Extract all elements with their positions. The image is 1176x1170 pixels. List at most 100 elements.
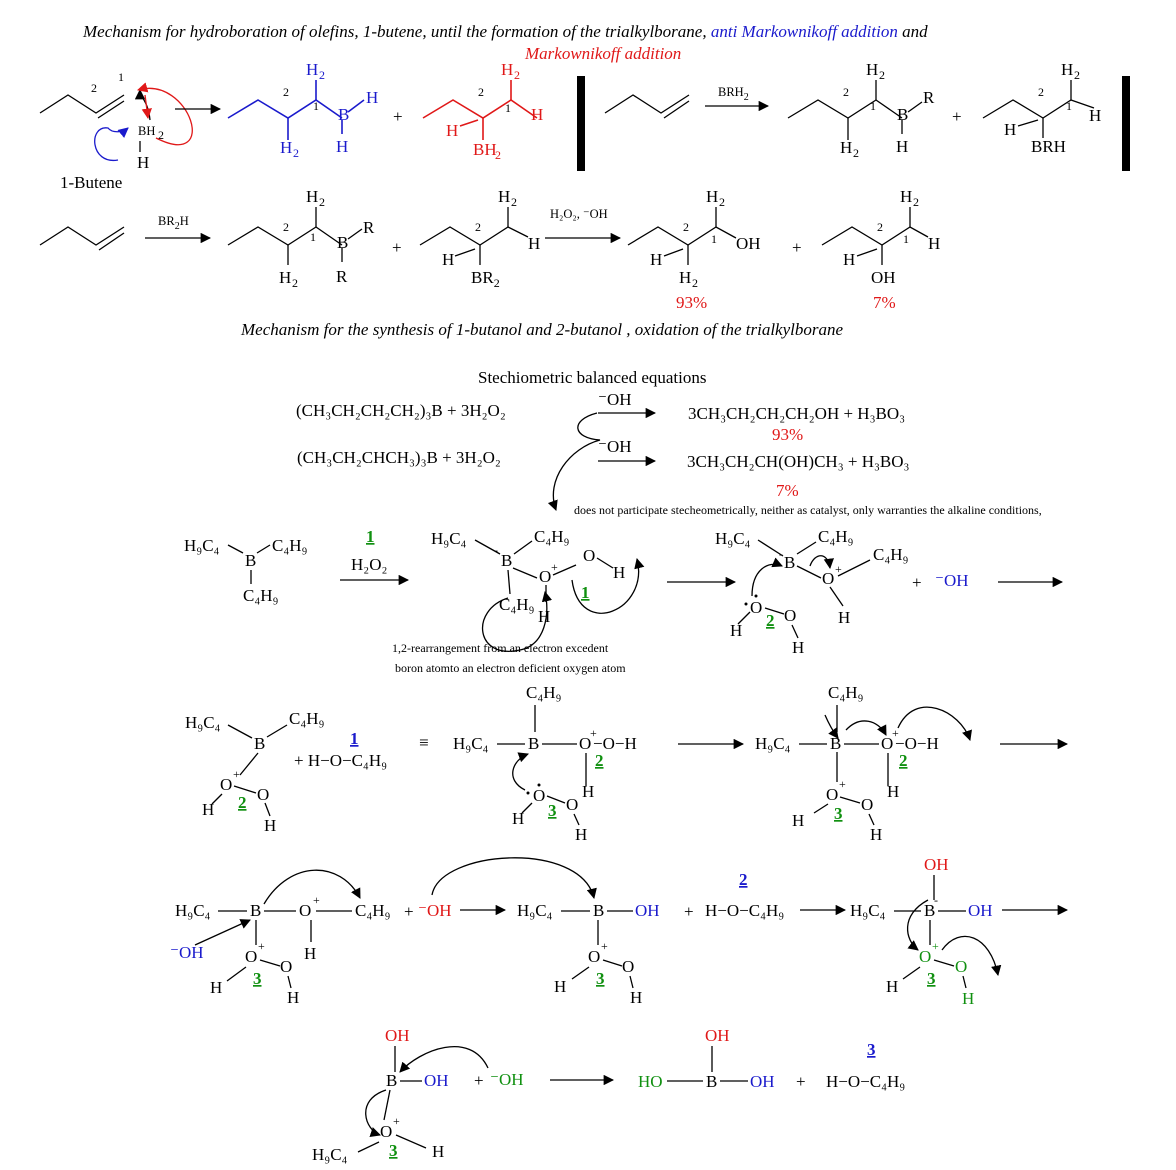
svg-text:B: B	[830, 734, 841, 753]
svg-text:2: 2	[853, 146, 859, 160]
borane-hydroxy: H₉C₄ B OH O+ H 3 O H	[517, 901, 660, 1007]
svg-text:O: O	[822, 569, 834, 588]
svg-text:H: H	[1004, 120, 1016, 139]
svg-text:B: B	[501, 551, 512, 570]
svg-text:+: +	[233, 767, 240, 781]
borate-complex-2: H₉C₄ B - C₄H₉ O+ C₄H₉ H O H 2 O H	[715, 527, 909, 657]
svg-text:H: H	[287, 988, 299, 1007]
svg-text:2: 2	[1074, 68, 1080, 82]
svg-text:O: O	[257, 785, 269, 804]
svg-text:H: H	[538, 607, 550, 626]
borate-dihydroxy: OH H₉C₄ B - OH O+ H 3 O H	[850, 855, 1002, 1008]
svg-text:H: H	[279, 268, 291, 287]
svg-text:+: +	[912, 573, 922, 592]
svg-text:H: H	[432, 1142, 444, 1161]
svg-text:H: H	[887, 782, 899, 801]
svg-text:2: 2	[292, 276, 298, 290]
svg-text:H: H	[896, 137, 908, 156]
svg-text:OH: OH	[635, 901, 660, 920]
svg-text:O: O	[280, 957, 292, 976]
svg-text:H: H	[928, 234, 940, 253]
svg-text:O: O	[861, 795, 873, 814]
svg-text:H−O−C₄H₉: H−O−C₄H₉	[705, 901, 784, 920]
svg-text:H: H	[210, 978, 222, 997]
svg-text:+: +	[601, 939, 608, 953]
svg-text:2: 2	[495, 148, 501, 162]
svg-text:+: +	[932, 939, 939, 953]
svg-text:H: H	[1061, 60, 1073, 79]
svg-text:+: +	[393, 107, 403, 126]
svg-text:2: 2	[879, 68, 885, 82]
svg-text:C₄H₉: C₄H₉	[526, 683, 562, 702]
svg-text:93%: 93%	[772, 425, 803, 444]
svg-text:H: H	[886, 977, 898, 996]
svg-text:H₉C₄: H₉C₄	[755, 734, 791, 753]
svg-text:−O−H: −O−H	[593, 734, 637, 753]
svg-text:2: 2	[514, 68, 520, 82]
svg-text:O: O	[750, 598, 762, 617]
br2h-reagent: BR2H	[158, 214, 189, 232]
svg-text:R: R	[923, 88, 935, 107]
svg-text:+: +	[392, 238, 402, 257]
svg-text:H₉C₄: H₉C₄	[184, 536, 220, 555]
svg-text:+: +	[835, 562, 842, 576]
svg-text:OH: OH	[424, 1071, 449, 1090]
svg-text:1: 1	[711, 232, 717, 246]
svg-text:H: H	[730, 621, 742, 640]
eq2-right: 3CH₃CH₂CH(OH)CH₃ + H₃BO₃	[687, 452, 910, 471]
svg-text:H: H	[838, 608, 850, 627]
svg-text:O: O	[579, 734, 591, 753]
svg-text:+: +	[952, 107, 962, 126]
svg-text:O: O	[919, 947, 931, 966]
svg-text:O: O	[299, 901, 311, 920]
borate-final: OH B OH O+ H₉C₄ 3 H	[312, 1026, 489, 1164]
svg-text:B: B	[254, 734, 265, 753]
svg-text:+: +	[474, 1071, 484, 1090]
svg-text:C₄H₉: C₄H₉	[243, 586, 279, 605]
svg-text:+: +	[551, 560, 558, 574]
svg-text:B: B	[924, 901, 935, 920]
svg-text:2: 2	[595, 751, 604, 770]
svg-text:2: 2	[283, 220, 289, 234]
eq2-left: (CH₃CH₂CHCH₃)₃B + 3H₂O₂	[297, 448, 501, 467]
svg-text:H: H	[336, 137, 348, 156]
svg-text:B: B	[245, 551, 256, 570]
h2o2-oh-reagent: H₂O₂, ⁻OH	[550, 207, 608, 221]
svg-text:H: H	[202, 800, 214, 819]
pct-7: 7%	[873, 293, 896, 312]
svg-text:H₉C₄: H₉C₄	[715, 529, 751, 548]
borane-peroxide: H₉C₄ B C₄H₉ O+ H 2 O H	[185, 709, 325, 835]
borane-peroxide-linear: H₉C₄ B C₄H₉ O+ −O−H H 2 O H 3 O H	[453, 683, 637, 844]
pct-93: 93%	[676, 293, 707, 312]
svg-text:2: 2	[683, 220, 689, 234]
svg-text:2: 2	[877, 220, 883, 234]
svg-text:7%: 7%	[776, 481, 799, 500]
svg-text:H: H	[840, 138, 852, 157]
svg-text:1: 1	[366, 527, 375, 546]
svg-text:+: +	[792, 238, 802, 257]
svg-text:H: H	[366, 88, 378, 107]
svg-text:2: 2	[1038, 85, 1044, 99]
svg-text:≡: ≡	[419, 733, 429, 752]
svg-text:O: O	[245, 947, 257, 966]
catalyst-note: does not participate stecheometrically, …	[574, 503, 1042, 517]
svg-text:1,2-rearrangement from an elec: 1,2-rearrangement from an electron exced…	[392, 641, 609, 655]
svg-text:2: 2	[319, 195, 325, 209]
svg-text:⁻OH: ⁻OH	[418, 901, 452, 920]
svg-text:+: +	[590, 726, 597, 740]
svg-text:3: 3	[867, 1040, 876, 1059]
svg-text:-: -	[934, 893, 938, 907]
svg-text:OH: OH	[750, 1072, 775, 1091]
svg-text:2: 2	[739, 870, 748, 889]
svg-text:2: 2	[899, 751, 908, 770]
svg-text:C₄H₉: C₄H₉	[818, 527, 854, 546]
svg-text:R: R	[336, 267, 348, 286]
svg-text:O: O	[380, 1122, 392, 1141]
svg-text:H: H	[843, 250, 855, 269]
svg-text:⁻OH: ⁻OH	[170, 943, 204, 962]
svg-text:H: H	[900, 187, 912, 206]
